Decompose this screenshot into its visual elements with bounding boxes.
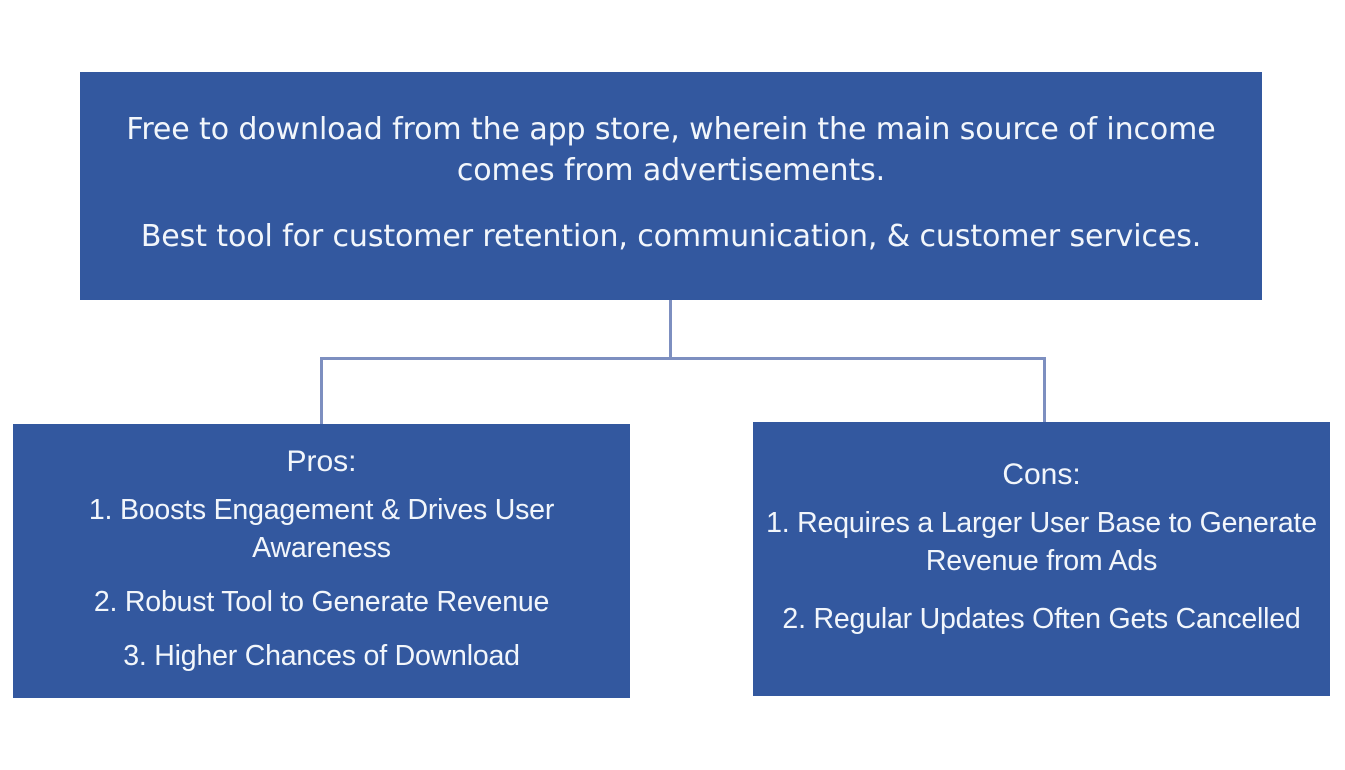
cons-list: 1. Requires a Larger User Base to Genera… [765,505,1318,659]
connector-drop-line-cons [1043,357,1046,423]
cons-node: Cons: 1. Requires a Larger User Base to … [753,422,1330,696]
pros-heading: Pros: [286,445,357,479]
summary-node: Free to download from the app store, whe… [80,72,1262,300]
pros-list-item: 3. Higher Chances of Download [123,639,520,672]
summary-paragraph-2: Best tool for customer retention, commun… [140,219,1202,255]
cons-list-item: 1. Requires a Larger User Base to Genera… [766,507,1317,578]
cons-list-item: 2. Regular Updates Often Gets Cancelled [782,602,1301,635]
connector-drop-line-pros [320,357,323,425]
pros-node: Pros: 1. Boosts Engagement & Drives User… [13,424,630,698]
pros-list: 1. Boosts Engagement & Drives User Aware… [25,492,618,676]
pros-list-item: 2. Robust Tool to Generate Revenue [93,586,550,618]
connector-trunk-line [669,300,672,360]
summary-paragraph-1: Free to download from the app store, whe… [126,111,1216,188]
connector-horizontal-bar [320,357,1046,360]
pros-list-item: 1. Boosts Engagement & Drives User Aware… [88,494,555,565]
cons-heading: Cons: [1002,458,1081,492]
